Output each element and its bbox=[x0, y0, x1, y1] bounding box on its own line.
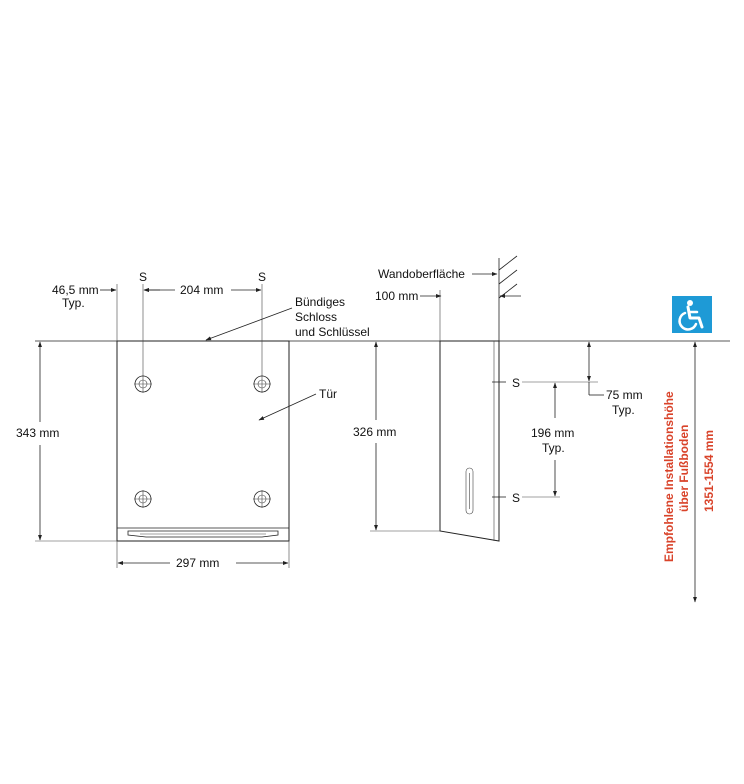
offset-typ-label: Typ. bbox=[62, 296, 85, 310]
lock-label-line2: Schloss bbox=[295, 310, 337, 324]
wheelchair-icon bbox=[672, 296, 712, 333]
side-view: Wandoberfläche 100 mm 326 mm S S 75 mm T… bbox=[353, 255, 643, 542]
screw-vertical-spacing: 196 mm bbox=[531, 426, 574, 440]
side-screw-top-label: S bbox=[512, 376, 520, 390]
screw-label-right: S bbox=[258, 270, 266, 284]
offset-dimension: 46,5 mm bbox=[52, 283, 99, 297]
door-leader bbox=[258, 393, 317, 421]
front-height-dimension: 343 mm bbox=[16, 426, 59, 440]
door-label: Tür bbox=[319, 387, 337, 401]
screw-bottom-right bbox=[253, 490, 271, 508]
dispenser-slot bbox=[127, 530, 279, 538]
front-cabinet bbox=[116, 340, 290, 542]
front-view: S S 46,5 mm Typ. 204 mm Bündiges Schloss… bbox=[16, 270, 370, 570]
depth-dimension: 100 mm bbox=[375, 289, 418, 303]
top-screw-dimension: 75 mm bbox=[606, 388, 643, 402]
lock-label-line3: und Schlüssel bbox=[295, 325, 370, 339]
install-height-value: 1351-1554 mm bbox=[702, 430, 716, 512]
screw-spacing-dimension: 204 mm bbox=[180, 283, 223, 297]
lock-leader bbox=[205, 307, 293, 341]
lock-label-line1: Bündiges bbox=[295, 295, 345, 309]
side-height-dimension: 326 mm bbox=[353, 425, 396, 439]
side-window bbox=[465, 467, 474, 515]
install-height-line2: über Fußboden bbox=[677, 425, 691, 512]
screw-vertical-typ-label: Typ. bbox=[542, 441, 565, 455]
front-width-dimension: 297 mm bbox=[176, 556, 219, 570]
screw-bottom-left bbox=[134, 490, 152, 508]
side-cabinet bbox=[439, 340, 500, 542]
installation-height: Empfohlene Installationshöhe über Fußbod… bbox=[662, 341, 716, 603]
install-height-line1: Empfohlene Installationshöhe bbox=[662, 391, 676, 562]
screw-label-left: S bbox=[139, 270, 147, 284]
top-screw-typ-label: Typ. bbox=[612, 403, 635, 417]
wall-surface-label: Wandoberfläche bbox=[378, 267, 465, 281]
side-screw-bottom-label: S bbox=[512, 491, 520, 505]
